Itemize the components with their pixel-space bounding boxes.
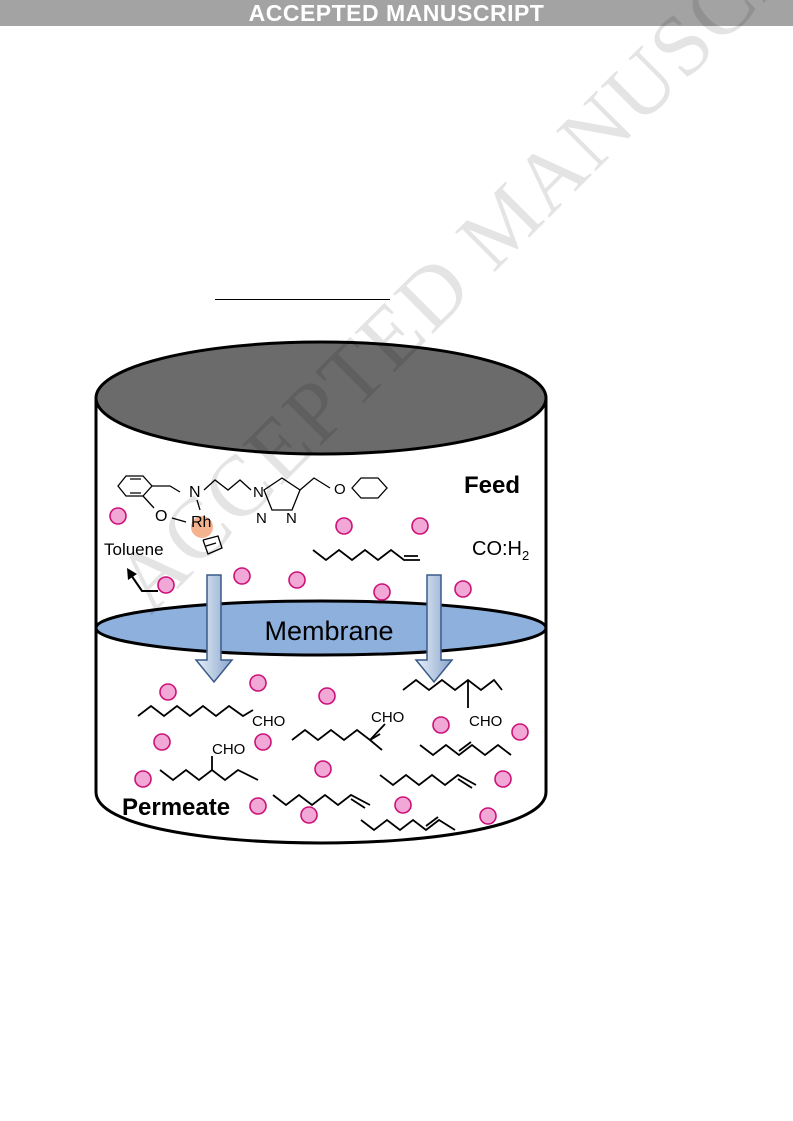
solvent-particle <box>233 567 251 585</box>
solvent-particle <box>494 770 512 788</box>
accepted-manuscript-banner: ACCEPTED MANUSCRIPT <box>0 0 793 26</box>
rh-catalyst-structure <box>117 475 388 555</box>
catalyst-atom-triazole-n3: N <box>286 510 297 527</box>
catalyst-atom-rh: Rh <box>191 514 211 531</box>
linear-aldehyde-skeletal <box>137 704 254 718</box>
permeate-label: Permeate <box>122 794 230 821</box>
solvent-particle <box>134 770 152 788</box>
solvent-particle <box>318 687 336 705</box>
solvent-particle <box>159 683 177 701</box>
toluene-label: Toluene <box>104 540 164 559</box>
permeation-arrow-left <box>194 574 234 684</box>
vessel-lid <box>94 340 548 456</box>
catalyst-benzene-inner <box>130 478 141 494</box>
solvent-particle <box>394 796 412 814</box>
feed-alkene-skeletal <box>312 548 420 562</box>
catalyst-phenyl-ring <box>351 477 388 499</box>
membrane-label: Membrane <box>264 616 393 646</box>
cho-label-1: CHO <box>252 713 285 730</box>
branched-aldehyde-1-skeletal <box>291 728 383 751</box>
permeate-molecules <box>137 678 512 832</box>
catalyst-imine-bond <box>152 485 181 493</box>
catalyst-propyl-chain <box>203 479 252 491</box>
solvent-particle <box>153 733 171 751</box>
catalyst-atom-o-phenoxide: O <box>155 508 167 525</box>
solvent-particle <box>511 723 529 741</box>
internal-alkene-3-skeletal <box>272 793 371 809</box>
catalyst-triazole-ring <box>263 477 301 511</box>
solvent-particle <box>288 571 306 589</box>
solvent-particle <box>249 674 267 692</box>
solvent-particle <box>411 517 429 535</box>
catalyst-phenoxide-bond <box>142 495 155 509</box>
rh-highlight <box>191 516 213 538</box>
solvent-particle <box>432 716 450 734</box>
catalyst-atom-ether-o: O <box>334 481 346 498</box>
solvent-particle <box>335 517 353 535</box>
branched-aldehyde-1-cho-bond <box>369 723 386 741</box>
branched-aldehyde-3-skeletal <box>159 768 259 782</box>
solvent-particle <box>249 797 267 815</box>
solvent-particle <box>254 733 272 751</box>
cho-label-3: CHO <box>469 713 502 730</box>
feed-label: Feed <box>464 472 520 499</box>
internal-alkene-2-skeletal <box>379 773 477 789</box>
internal-alkene-4-skeletal <box>360 816 456 832</box>
catalyst-ether-link <box>299 477 331 491</box>
internal-alkene-1-skeletal <box>419 741 512 757</box>
catalyst-cod-ligand <box>202 535 223 555</box>
cho-label-2: CHO <box>371 709 404 726</box>
catalyst-atom-n-imine: N <box>189 484 201 501</box>
toluene-pointer-arrow <box>130 574 158 592</box>
solvent-particle <box>109 507 127 525</box>
solvent-particle <box>300 806 318 824</box>
solvent-particle <box>479 807 497 825</box>
horizontal-rule <box>215 299 390 300</box>
catalyst-atom-triazole-n2: N <box>256 510 267 527</box>
branched-aldehyde-2-skeletal <box>402 678 503 692</box>
catalyst-rh-o-bond <box>171 517 187 523</box>
toluene-pointer-arrowhead <box>127 568 137 580</box>
catalyst-rh-n-bond <box>196 499 201 511</box>
catalyst-atom-triazole-n1: N <box>253 484 264 501</box>
solvent-particle <box>314 760 332 778</box>
solvent-particle <box>157 576 175 594</box>
cho-label-4: CHO <box>212 741 245 758</box>
solvent-particles <box>109 507 529 825</box>
permeation-arrow-right <box>414 574 454 684</box>
solvent-particle <box>454 580 472 598</box>
syngas-label: CO:H2 <box>472 538 529 563</box>
solvent-particle <box>373 583 391 601</box>
